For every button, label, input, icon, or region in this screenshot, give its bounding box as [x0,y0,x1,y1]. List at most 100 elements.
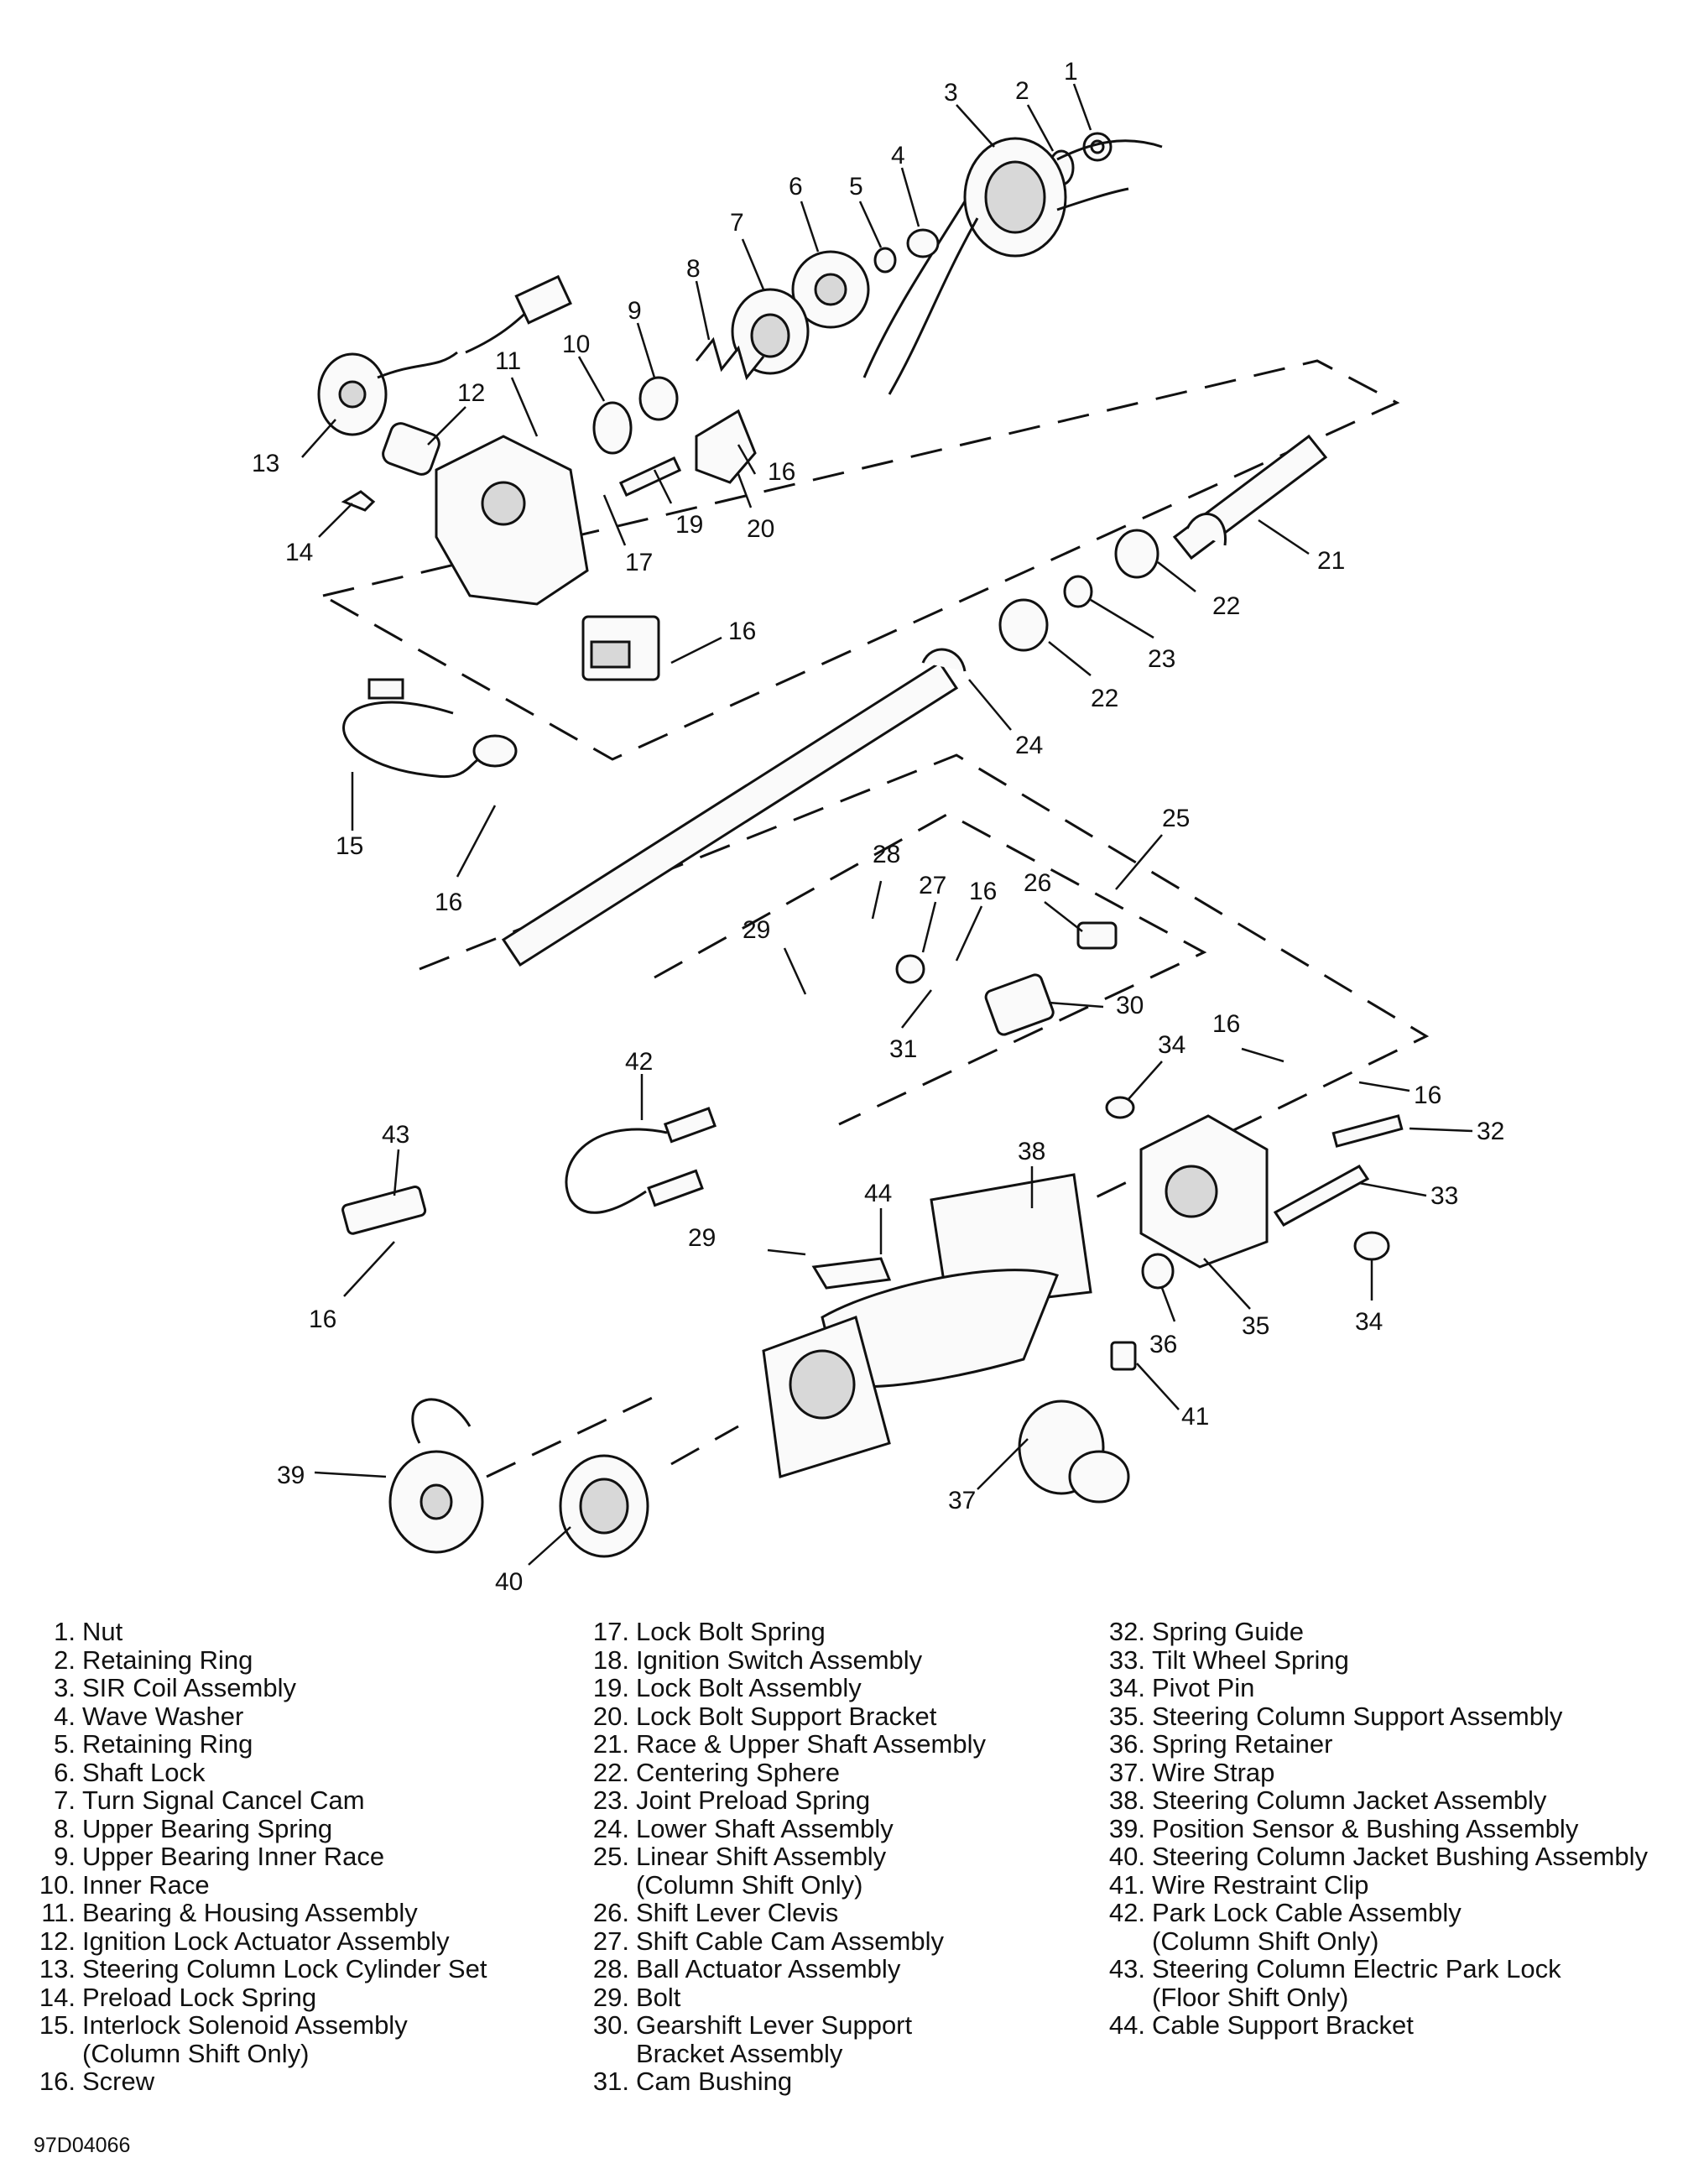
leader-41 [1136,1363,1180,1410]
legend-item: 8.Upper Bearing Spring [54,1813,333,1843]
upper-assembly-boundary [322,359,1400,761]
legend-item: 3.SIR Coil Assembly [54,1673,296,1702]
callout-20: 20 [747,515,774,543]
turn-signal-cam-part [731,288,810,375]
callout-10: 10 [562,331,590,358]
callout-26: 26 [1024,869,1051,897]
legend-item: 39.Position Sensor & Bushing Assembly [1108,1813,1579,1843]
exploded-view-diagram: 1 2 3 4 5 6 7 8 9 10 11 12 13 14 15 16 1… [252,58,1504,1594]
legend-item: 2.Retaining Ring [54,1645,253,1675]
callout-29a: 29 [743,916,770,944]
legend-item: 12.Ignition Lock Actuator Assembly [39,1926,450,1956]
callout-23: 23 [1148,645,1175,673]
legend-item: 9.Upper Bearing Inner Race [54,1842,385,1871]
column-support-part [1139,1114,1269,1269]
leader-19 [653,469,673,504]
legend-item: 33.Tilt Wheel Spring [1108,1645,1349,1675]
leader-29b [767,1248,806,1256]
leader-11 [510,377,539,437]
callout-33: 33 [1430,1182,1458,1210]
legend-item: 15.Interlock Solenoid Assembly(Column Sh… [39,2010,408,2068]
legend-item: 31.Cam Bushing [592,2067,793,2096]
sir-coil-part [862,137,1163,395]
tilt-wheel-spring-part [1273,1165,1370,1227]
callout-14: 14 [285,539,313,566]
ignition-switch-part [581,615,660,681]
legend-item: 7.Turn Signal Cancel Cam [54,1785,365,1815]
wire-restraint-clip-part [1110,1341,1137,1371]
park-lock-cable-part [565,1107,717,1214]
callout-6: 6 [789,173,803,201]
callout-15: 15 [336,832,363,860]
legend-item: 16.Screw [39,2067,155,2096]
callout-12: 12 [457,379,485,407]
leader-35 [1203,1258,1251,1310]
jacket-boundary [670,1425,739,1466]
leader-22a [1157,561,1196,592]
legend-item: 32.Spring Guide [1108,1617,1304,1646]
leader-13 [301,419,336,458]
leader-17 [602,494,627,546]
leader-16c [456,805,497,878]
callout-16g: 16 [309,1306,336,1333]
callout-25: 25 [1162,805,1190,832]
legend-item: 11.Bearing & Housing Assembly [41,1898,418,1927]
ignition-actuator-part [382,422,440,476]
callout-44: 44 [864,1180,892,1207]
leader-39 [314,1471,387,1478]
leader-16d [955,905,983,962]
callout-9: 9 [628,297,642,325]
lower-shaft-part [501,648,967,967]
leader-16f [1358,1081,1410,1092]
pivot-pin-upper-part [1105,1096,1135,1119]
leader-16g [343,1241,395,1297]
bushing-boundary [486,1391,664,1478]
callout-1: 1 [1064,58,1078,86]
leader-16b [670,636,722,665]
leader-7 [741,238,765,290]
leader-24 [968,679,1012,731]
legend-item: 41.Wire Restraint Clip [1108,1869,1369,1900]
leader-20 [737,473,753,508]
interlock-solenoid-part [342,678,518,779]
callout-17: 17 [625,549,653,576]
callout-35: 35 [1242,1312,1269,1340]
leader-5 [858,201,883,248]
callout-16a: 16 [768,458,795,486]
leader-14 [318,503,353,538]
callout-13: 13 [252,450,279,477]
callout-11: 11 [495,347,521,375]
leader-22b [1048,641,1092,676]
legend-item: 29.Bolt [592,1982,681,2012]
callout-32: 32 [1477,1118,1504,1145]
legend-column-3: 32.Spring Guide 33.Tilt Wheel Spring 34.… [1099,1618,1648,2040]
callout-29b: 29 [688,1224,716,1252]
legend-item: 36.Spring Retainer [1108,1729,1333,1759]
legend-item: 34.Pivot Pin [1108,1673,1255,1702]
retaining-ring-5-part [873,247,897,274]
callout-16e: 16 [1212,1010,1240,1038]
shift-cam-part [895,921,1118,1036]
callout-42: 42 [625,1048,653,1076]
leader-27 [921,901,937,953]
legend-item: 1.Nut [54,1617,123,1646]
leader-3 [956,104,995,148]
legend-item: 4.Wave Washer [54,1701,244,1731]
legend-column-1: 1.Nut 2.Retaining Ring 3.SIR Coil Assemb… [29,1618,487,2096]
callout-5: 5 [849,173,863,201]
centering-sphere-parts [998,529,1159,652]
leader-6 [800,201,820,253]
upper-bearing-race-part [638,376,679,421]
shaft-lock-part [791,250,870,329]
upper-shaft-part [1172,434,1328,560]
joint-preload-spring-part [1063,575,1093,608]
callout-21: 21 [1317,547,1345,575]
lock-cylinder-part [317,274,572,436]
leader-43 [393,1149,400,1196]
leader-12 [427,406,466,446]
legend-item: 37.Wire Strap [1108,1757,1275,1787]
callout-8: 8 [686,255,701,283]
leader-30 [1048,1001,1104,1009]
jacket-bushing-part [559,1454,649,1558]
spring-guide-part [1331,1114,1404,1148]
